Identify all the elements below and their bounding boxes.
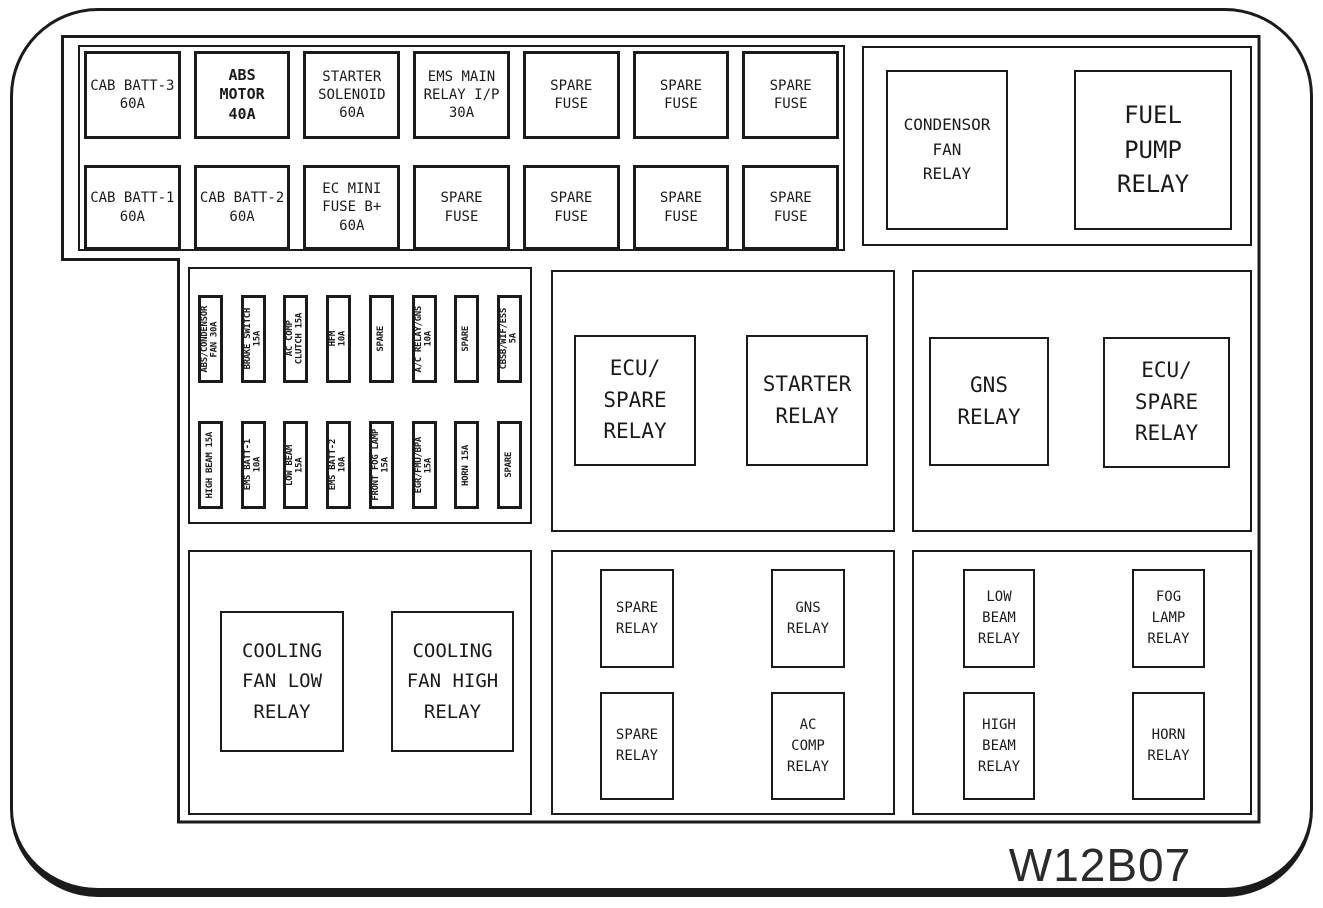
mini-fuse-horn: HORN 15A — [454, 421, 480, 509]
mini-fuse-hfm: HFM 10A — [326, 295, 352, 383]
mini-fuse-row-2: HIGH BEAM 15A EMS BATT-1 10A LOW BEAM 15… — [198, 421, 522, 509]
mini-fuse-low-beam: LOW BEAM 15A — [283, 421, 309, 509]
mini-fuse-spare-r1c5: SPARE — [368, 295, 394, 383]
low-beam-relay: LOW BEAM RELAY — [963, 569, 1035, 668]
gns-relay-1: GNS RELAY — [929, 337, 1049, 466]
mini-fuse-ems-batt-1: EMS BATT-1 10A — [240, 421, 266, 509]
diagram-code: W12B07 — [1008, 839, 1192, 891]
mini-fuse-label: HORN 15A — [461, 444, 471, 486]
cooling-fan-high-relay: COOLING FAN HIGH RELAY — [391, 611, 514, 752]
mini-fuse-label: BRAKE SWITCH 15A — [242, 308, 263, 370]
mid-center-relay-section: ECU/ SPARE RELAY STARTER RELAY — [551, 270, 895, 532]
fuse-spare-r2c7: SPARE FUSE — [742, 165, 840, 250]
fuse-abs-motor: ABS MOTOR 40A — [193, 51, 291, 139]
fuse-spare-r1c7: SPARE FUSE — [742, 51, 840, 139]
mini-fuse-brake-switch: BRAKE SWITCH 15A — [240, 295, 266, 383]
top-fuse-row-2: CAB BATT-1 60A CAB BATT-2 60A EC MINI FU… — [80, 165, 843, 250]
mini-fuse-row-1: ABS/CONDENSOR FAN 30A BRAKE SWITCH 15A A… — [198, 295, 522, 383]
spare-relay-1: SPARE RELAY — [600, 569, 674, 668]
mini-fuse-label: FRONT FOG LAMP 15A — [370, 429, 391, 501]
high-beam-relay: HIGH BEAM RELAY — [963, 692, 1035, 800]
mini-fuse-abs-condensor-fan: ABS/CONDENSOR FAN 30A — [198, 295, 223, 383]
spare-relay-2: SPARE RELAY — [600, 692, 674, 800]
fuse-ec-mini-fuse: EC MINI FUSE B+ 60A — [303, 165, 401, 250]
outer-rounded-border — [10, 8, 1313, 897]
fuse-spare-r2c6: SPARE FUSE — [632, 165, 730, 250]
top-fuse-panel: CAB BATT-3 60A ABS MOTOR 40A STARTER SOL… — [78, 45, 845, 251]
gns-relay-2: GNS RELAY — [771, 569, 845, 668]
mini-fuse-panel: ABS/CONDENSOR FAN 30A BRAKE SWITCH 15A A… — [188, 267, 532, 524]
ac-comp-relay: AC COMP RELAY — [771, 692, 845, 800]
fuse-cab-batt-3: CAB BATT-3 60A — [84, 51, 181, 139]
mid-right-relay-section: GNS RELAY ECU/ SPARE RELAY — [912, 270, 1252, 532]
fuel-pump-relay: FUEL PUMP RELAY — [1074, 70, 1232, 230]
mini-fuse-egr-fmu-bpa: EGR/FMU/BPA 15A — [411, 421, 437, 509]
mini-fuse-label: LOW BEAM 15A — [285, 444, 305, 486]
starter-relay: STARTER RELAY — [746, 335, 868, 466]
fuse-spare-r2c5: SPARE FUSE — [522, 165, 620, 250]
ecu-spare-relay-1: ECU/ SPARE RELAY — [574, 335, 696, 466]
horn-relay: HORN RELAY — [1132, 692, 1205, 800]
mini-fuse-label: SPARE — [375, 326, 386, 352]
fuse-cab-batt-1: CAB BATT-1 60A — [84, 165, 181, 250]
mini-fuse-label: SPARE — [461, 326, 471, 352]
top-right-relay-section: CONDENSOR FAN RELAY FUEL PUMP RELAY — [862, 46, 1252, 246]
mini-fuse-label: HFM 10A — [328, 331, 348, 347]
fuse-cab-batt-2: CAB BATT-2 60A — [193, 165, 291, 250]
mini-fuse-spare-r2c8: SPARE — [496, 421, 522, 509]
mini-fuse-label: EMS BATT-2 10A — [328, 439, 348, 491]
ecu-spare-relay-2: ECU/ SPARE RELAY — [1103, 337, 1230, 468]
mini-fuse-label: HIGH BEAM 15A — [204, 431, 215, 499]
mini-fuse-label: ABS/CONDENSOR FAN 30A — [200, 305, 220, 373]
fog-lamp-relay: FOG LAMP RELAY — [1132, 569, 1205, 668]
condensor-fan-relay: CONDENSOR FAN RELAY — [886, 70, 1008, 230]
cooling-fan-low-relay: COOLING FAN LOW RELAY — [220, 611, 344, 752]
mini-fuse-ac-relay-gns: A/C RELAY/GNS 10A — [411, 295, 437, 383]
mini-fuse-label: SPARE — [503, 452, 514, 478]
top-fuse-row-1: CAB BATT-3 60A ABS MOTOR 40A STARTER SOL… — [80, 51, 843, 139]
mini-fuse-ac-comp-clutch: AC COMP CLUTCH 15A — [283, 295, 309, 383]
bottom-right-relay-section: LOW BEAM RELAY FOG LAMP RELAY HIGH BEAM … — [912, 550, 1252, 815]
fuse-ems-main-relay: EMS MAIN RELAY I/P 30A — [413, 51, 510, 139]
mini-fuse-label: A/C RELAY/GNS 10A — [413, 305, 434, 373]
bottom-center-relay-section: SPARE RELAY GNS RELAY SPARE RELAY AC COM… — [551, 550, 895, 815]
mini-fuse-label: EMS BATT-1 10A — [242, 439, 263, 491]
fuse-spare-r1c6: SPARE FUSE — [632, 51, 730, 139]
mini-fuse-high-beam: HIGH BEAM 15A — [198, 421, 223, 509]
mini-fuse-spare-r1c7: SPARE — [454, 295, 480, 383]
mini-fuse-ems-batt-2: EMS BATT-2 10A — [326, 421, 352, 509]
fuse-spare-r2c4: SPARE FUSE — [413, 165, 510, 250]
mini-fuse-cbsb-wif-ess: CBSB/WIF/ESS 5A — [496, 295, 522, 383]
mini-fuse-label: EGR/FMU/BPA 15A — [413, 436, 434, 494]
fuse-starter-solenoid: STARTER SOLENOID 60A — [303, 51, 401, 139]
mini-fuse-label: AC COMP CLUTCH 15A — [285, 313, 305, 365]
mini-fuse-front-fog-lamp: FRONT FOG LAMP 15A — [368, 421, 394, 509]
mini-fuse-label: CBSB/WIF/ESS 5A — [498, 308, 519, 370]
bottom-left-relay-section: COOLING FAN LOW RELAY COOLING FAN HIGH R… — [188, 550, 532, 815]
fuse-spare-r1c5: SPARE FUSE — [522, 51, 620, 139]
